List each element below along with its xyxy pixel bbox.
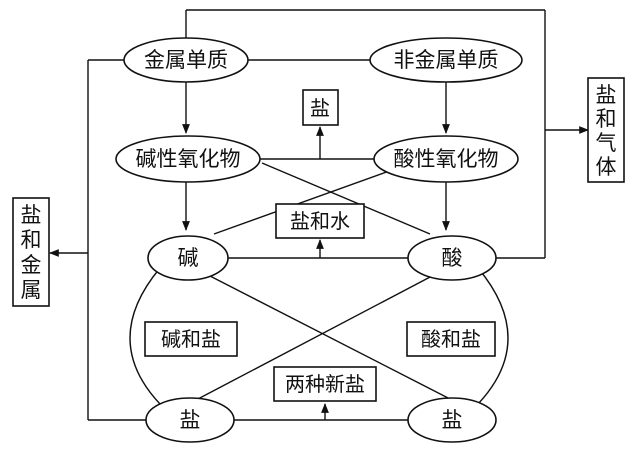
- base-ellipse: [147, 235, 229, 281]
- basic-oxide-ellipse: [115, 135, 261, 183]
- salt-metal-box: [12, 197, 50, 307]
- salt-gas-char-2: 和: [596, 107, 617, 131]
- acid-label: 酸: [442, 246, 463, 270]
- base-salt-left-curve: [129, 267, 161, 405]
- metal-ellipse: [123, 37, 249, 83]
- nonmetal-label: 非金属单质: [394, 48, 499, 72]
- salt-left-ellipse: [145, 397, 235, 443]
- two-new-salts-box: [273, 366, 377, 402]
- base-salt-box: [144, 321, 238, 357]
- salt-metal-char-3: 金: [21, 253, 42, 277]
- basic-oxide-label: 碱性氧化物: [136, 147, 241, 171]
- salt-top-label: 盐: [310, 96, 330, 120]
- salt-metal-char-1: 盐: [21, 203, 42, 227]
- acid-ellipse: [407, 235, 497, 281]
- salt-gas-char-4: 体: [596, 155, 617, 179]
- metal-label: 金属单质: [144, 48, 228, 72]
- acid-to-salt-left-line: [195, 275, 433, 401]
- base-label: 碱: [178, 246, 199, 270]
- base-to-salt-right-line: [209, 275, 453, 401]
- acidic-oxide-ellipse: [373, 135, 519, 183]
- acidic-oxide-to-base-line: [213, 169, 393, 235]
- two-new-salts-label: 两种新盐: [285, 372, 365, 396]
- salt-metal-char-4: 属: [21, 278, 42, 302]
- salt-water-label: 盐和水: [290, 209, 350, 233]
- acid-salt-right-curve: [477, 267, 509, 405]
- salt-top-box: [302, 89, 339, 126]
- salt-right-ellipse: [407, 397, 497, 443]
- salt-gas-box: [587, 77, 625, 183]
- salt-water-box: [275, 203, 365, 239]
- basic-oxide-to-acid-line: [261, 162, 431, 235]
- ellipse-nodes: [115, 37, 523, 443]
- salt-gas-char-1: 盐: [596, 83, 617, 107]
- acid-salt-box: [406, 321, 496, 357]
- connector-lines: [49, 9, 589, 421]
- salt-gas-char-3: 气: [596, 131, 617, 155]
- acid-salt-label: 酸和盐: [421, 327, 481, 351]
- acidic-oxide-label: 酸性氧化物: [394, 147, 499, 171]
- nonmetal-ellipse: [369, 37, 523, 83]
- salt-right-label: 盐: [442, 408, 463, 432]
- base-salt-label: 碱和盐: [161, 327, 221, 351]
- salt-metal-char-2: 和: [21, 228, 42, 252]
- box-nodes: [12, 77, 625, 402]
- salt-left-label: 盐: [180, 408, 201, 432]
